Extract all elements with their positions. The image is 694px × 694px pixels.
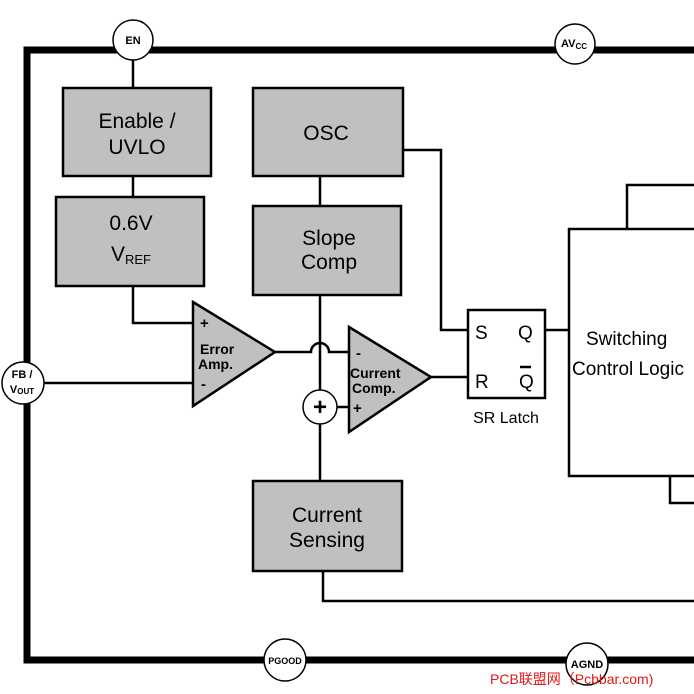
osc-label: OSC (303, 122, 349, 145)
error-amp-minus: - (201, 376, 206, 393)
vref-label-line1: 0.6V (109, 212, 152, 235)
current-comp-label-line2: Comp. (352, 380, 396, 396)
pin-fb-label-line1: FB / (12, 369, 33, 381)
sensing-label-line2: Sensing (289, 529, 365, 552)
error-amp-plus: + (200, 315, 209, 332)
error-amp-label-line2: Amp. (198, 356, 233, 372)
pin-fb-vout: FB / VOUT (1, 361, 45, 405)
switching-label-line2: Control Logic (572, 359, 684, 380)
pin-pgood: PGOOD (263, 638, 307, 682)
switching-control-logic: Switching Control Logic (567, 227, 694, 478)
sr-latch-s: S (475, 323, 488, 344)
enable-label-line1: Enable / (98, 110, 175, 133)
chip-border (23, 46, 694, 664)
pin-avcc-label: AVCC (561, 38, 587, 51)
watermark-text: PCB联盟网（Pcbbar.com) (490, 671, 653, 687)
pin-fb-label-line2: VOUT (10, 384, 34, 396)
summer-symbol: + (313, 394, 327, 421)
sensing-label-line1: Current (292, 504, 362, 527)
pin-pgood-label: PGOOD (268, 656, 302, 666)
wires (43, 50, 694, 603)
sr-latch-r: R (475, 372, 489, 393)
error-amp-label-line1: Error (200, 341, 235, 357)
sr-latch-q: Q (518, 323, 533, 344)
current-comp-plus: + (353, 400, 362, 417)
osc-block: OSC (251, 86, 405, 178)
pin-agnd: AGND (565, 642, 609, 686)
current-comp-label-line1: Current (350, 365, 401, 381)
sr-latch-caption: SR Latch (473, 410, 539, 427)
enable-label-line2: UVLO (108, 136, 165, 159)
slope-label-line1: Slope (302, 227, 356, 250)
pin-agnd-label: AGND (571, 659, 603, 671)
pin-avcc: AVCC (554, 23, 596, 65)
current-sensing-block: Current Sensing (251, 479, 404, 573)
vref-block: 0.6V VREF (54, 195, 206, 288)
error-amp: + - Error Amp. (191, 299, 278, 409)
current-comp-minus: - (356, 345, 361, 362)
vref-label-line2: VREF (111, 243, 151, 267)
enable-uvlo-block: Enable / UVLO (61, 86, 213, 178)
sr-latch: S R Q Q SR Latch (466, 308, 547, 427)
slope-label-line2: Comp (301, 251, 357, 274)
summing-junction: + (302, 389, 338, 425)
current-comp: - + Current Comp. (347, 324, 434, 435)
switching-label-line1: Switching (586, 329, 667, 350)
sr-latch-qbar: Q (519, 372, 534, 393)
pin-en: EN (112, 19, 154, 61)
pin-en-label: EN (125, 35, 140, 47)
slope-comp-block: Slope Comp (251, 204, 403, 297)
